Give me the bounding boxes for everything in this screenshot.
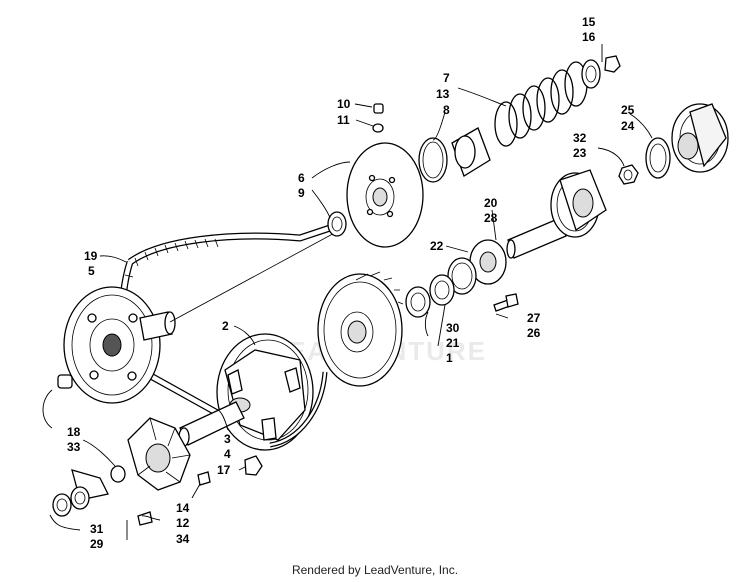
callout-23: 23 — [573, 146, 587, 160]
callout-14: 14 — [176, 501, 190, 515]
callout-11: 11 — [337, 113, 350, 127]
callout-9: 9 — [298, 186, 305, 200]
movable-sheave — [216, 333, 314, 451]
spider-cam — [127, 417, 191, 491]
washer-9 — [327, 211, 347, 237]
bolt-27 — [493, 293, 519, 312]
nut-15 — [604, 55, 621, 73]
nut-17 — [244, 455, 263, 476]
callout-19: 19 — [84, 249, 98, 263]
callout-1: 1 — [446, 351, 453, 365]
callout-8: 8 — [443, 103, 450, 117]
washer-29 — [70, 486, 90, 510]
callout-12: 12 — [176, 516, 190, 530]
callout-6: 6 — [298, 171, 305, 185]
callout-18: 18 — [67, 425, 81, 439]
callout-7: 7 — [443, 71, 450, 85]
callout-30: 30 — [446, 321, 460, 335]
leader-lines — [42, 44, 653, 540]
callout-21: 21 — [446, 336, 460, 350]
callout-13: 13 — [436, 87, 450, 101]
spacer — [405, 286, 431, 318]
callout-4: 4 — [224, 447, 231, 461]
callout-3: 3 — [224, 432, 231, 446]
callout-5: 5 — [88, 264, 95, 278]
callout-28: 28 — [484, 211, 498, 225]
ring-gear — [269, 371, 328, 448]
callout-32: 32 — [573, 131, 587, 145]
callout-2: 2 — [222, 319, 229, 333]
callout-27: 27 — [527, 311, 541, 325]
retaining-ring — [418, 137, 448, 183]
roller-18 — [57, 374, 73, 389]
callout-33: 33 — [67, 440, 81, 454]
callout-29: 29 — [90, 537, 104, 551]
axis-line — [169, 229, 341, 323]
callout-24: 24 — [621, 119, 635, 133]
set-screw — [372, 103, 384, 133]
callout-26: 26 — [527, 326, 541, 340]
callout-25: 25 — [621, 103, 635, 117]
footer-credit: Rendered by LeadVenture, Inc. — [291, 563, 459, 577]
ring-21 — [429, 274, 455, 306]
clutch-cover-plate — [346, 142, 424, 248]
pin-14 — [197, 471, 211, 486]
callout-17: 17 — [217, 463, 231, 477]
drive-plate — [63, 286, 176, 404]
callout-10: 10 — [337, 97, 351, 111]
clutch-spring — [494, 61, 588, 147]
callout-labels: 15 16 7 13 8 10 11 25 24 32 23 6 9 20 28… — [67, 15, 635, 551]
washer-33 — [110, 465, 126, 483]
output-shaft — [506, 169, 607, 259]
callout-15: 15 — [582, 15, 596, 29]
callout-20: 20 — [484, 196, 498, 210]
callout-16: 16 — [582, 30, 596, 44]
callout-34: 34 — [176, 532, 190, 546]
screw-34 — [137, 511, 153, 526]
one-way-clutch — [645, 103, 729, 179]
fixed-sheave — [317, 271, 404, 387]
washer-31 — [52, 493, 72, 517]
callout-22: 22 — [430, 239, 444, 253]
nut-32 — [618, 164, 639, 185]
callout-31: 31 — [90, 522, 104, 536]
spring-washer — [581, 59, 601, 89]
bushing — [451, 127, 491, 177]
